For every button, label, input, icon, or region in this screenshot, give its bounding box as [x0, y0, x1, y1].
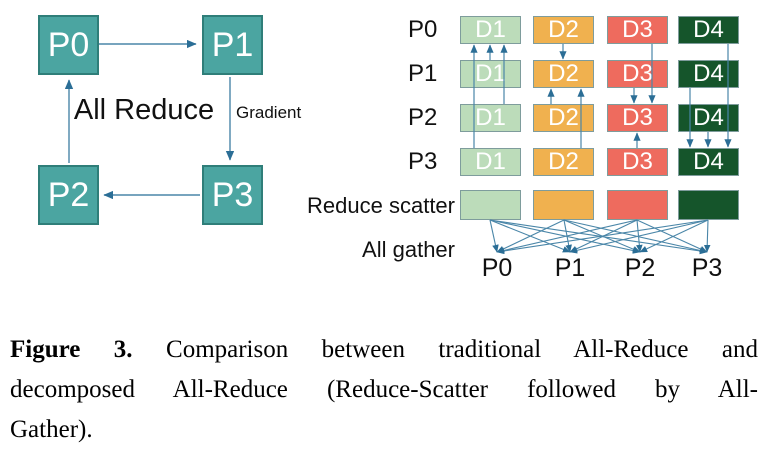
chunk-P3-D1: D1 [460, 148, 521, 176]
allreduce-node-P2: P2 [38, 165, 99, 225]
chunk-P2-D3: D3 [607, 104, 668, 132]
all-reduce-title: All Reduce [73, 94, 215, 126]
all-gather-line-1-3 [563, 219, 708, 254]
figure-caption: Figure 3. Comparison between traditional… [10, 330, 758, 450]
allreduce-node-P1: P1 [202, 15, 263, 75]
gradient-edge-label: Gradient [236, 103, 302, 122]
row-label-P2: P2 [408, 104, 438, 131]
all-gather-line-3-3 [703, 219, 711, 253]
all-gather-line-0-2 [489, 219, 641, 254]
row-label-P3: P3 [408, 148, 438, 175]
all-gather-line-1-0 [496, 219, 565, 253]
all-gather-line-2-0 [496, 219, 638, 254]
all-gather-line-3-1 [569, 219, 709, 254]
all-gather-line-1-2 [563, 219, 641, 253]
reduce-scatter-label: Reduce scatter [307, 193, 455, 218]
allreduce-node-P3: P3 [202, 165, 263, 225]
all-gather-line-3-0 [496, 219, 709, 255]
gather-target-label-P1: P1 [554, 254, 586, 282]
all-gather-line-3-2 [639, 219, 709, 253]
caption-line-2: decomposed All-Reduce (Reduce-Scatter fo… [10, 376, 758, 403]
all-gather-label: All gather [362, 237, 455, 262]
chunk-P0-D4: D4 [678, 16, 739, 44]
chunk-P3-D3: D3 [607, 148, 668, 176]
row-label-P0: P0 [408, 16, 438, 43]
chunk-P2-D1: D1 [460, 104, 521, 132]
gather-target-label-P3: P3 [691, 254, 723, 282]
chunk-P0-D3: D3 [607, 16, 668, 44]
caption-line-3: Gather). [10, 416, 93, 443]
all-gather-line-0-3 [489, 219, 708, 255]
caption-figure-number: Figure 3. [10, 336, 133, 363]
chunk-P0-D2: D2 [533, 16, 594, 44]
gather-target-label-P2: P2 [624, 254, 656, 282]
chunk-P1-D3: D3 [607, 60, 668, 88]
all-gather-line-2-1 [569, 219, 638, 253]
reduce-scatter-bar-2 [533, 190, 594, 220]
chunk-P0-D1: D1 [460, 16, 521, 44]
allreduce-node-P0: P0 [38, 15, 99, 75]
all-gather-line-0-1 [489, 219, 571, 253]
chunk-P3-D2: D2 [533, 148, 594, 176]
all-gather-line-2-3 [636, 219, 708, 253]
reduce-scatter-bar-4 [678, 190, 739, 220]
chunk-P1-D1: D1 [460, 60, 521, 88]
caption-line-1: Figure 3. Comparison between traditional… [10, 330, 758, 370]
gather-target-label-P0: P0 [481, 254, 513, 282]
chunk-P2-D4: D4 [678, 104, 739, 132]
chunk-P2-D2: D2 [533, 104, 594, 132]
chunk-P1-D2: D2 [533, 60, 594, 88]
row-label-P1: P1 [408, 60, 438, 87]
reduce-scatter-bar-3 [607, 190, 668, 220]
reduce-scatter-bar-1 [460, 190, 521, 220]
all-gather-line-2-2 [636, 219, 643, 253]
chunk-P1-D4: D4 [678, 60, 739, 88]
caption-text-part1: Comparison between traditional All-Reduc… [166, 336, 758, 363]
all-gather-line-0-0 [489, 219, 499, 253]
all-gather-line-1-1 [563, 219, 572, 253]
chunk-P3-D4: D4 [678, 148, 739, 176]
